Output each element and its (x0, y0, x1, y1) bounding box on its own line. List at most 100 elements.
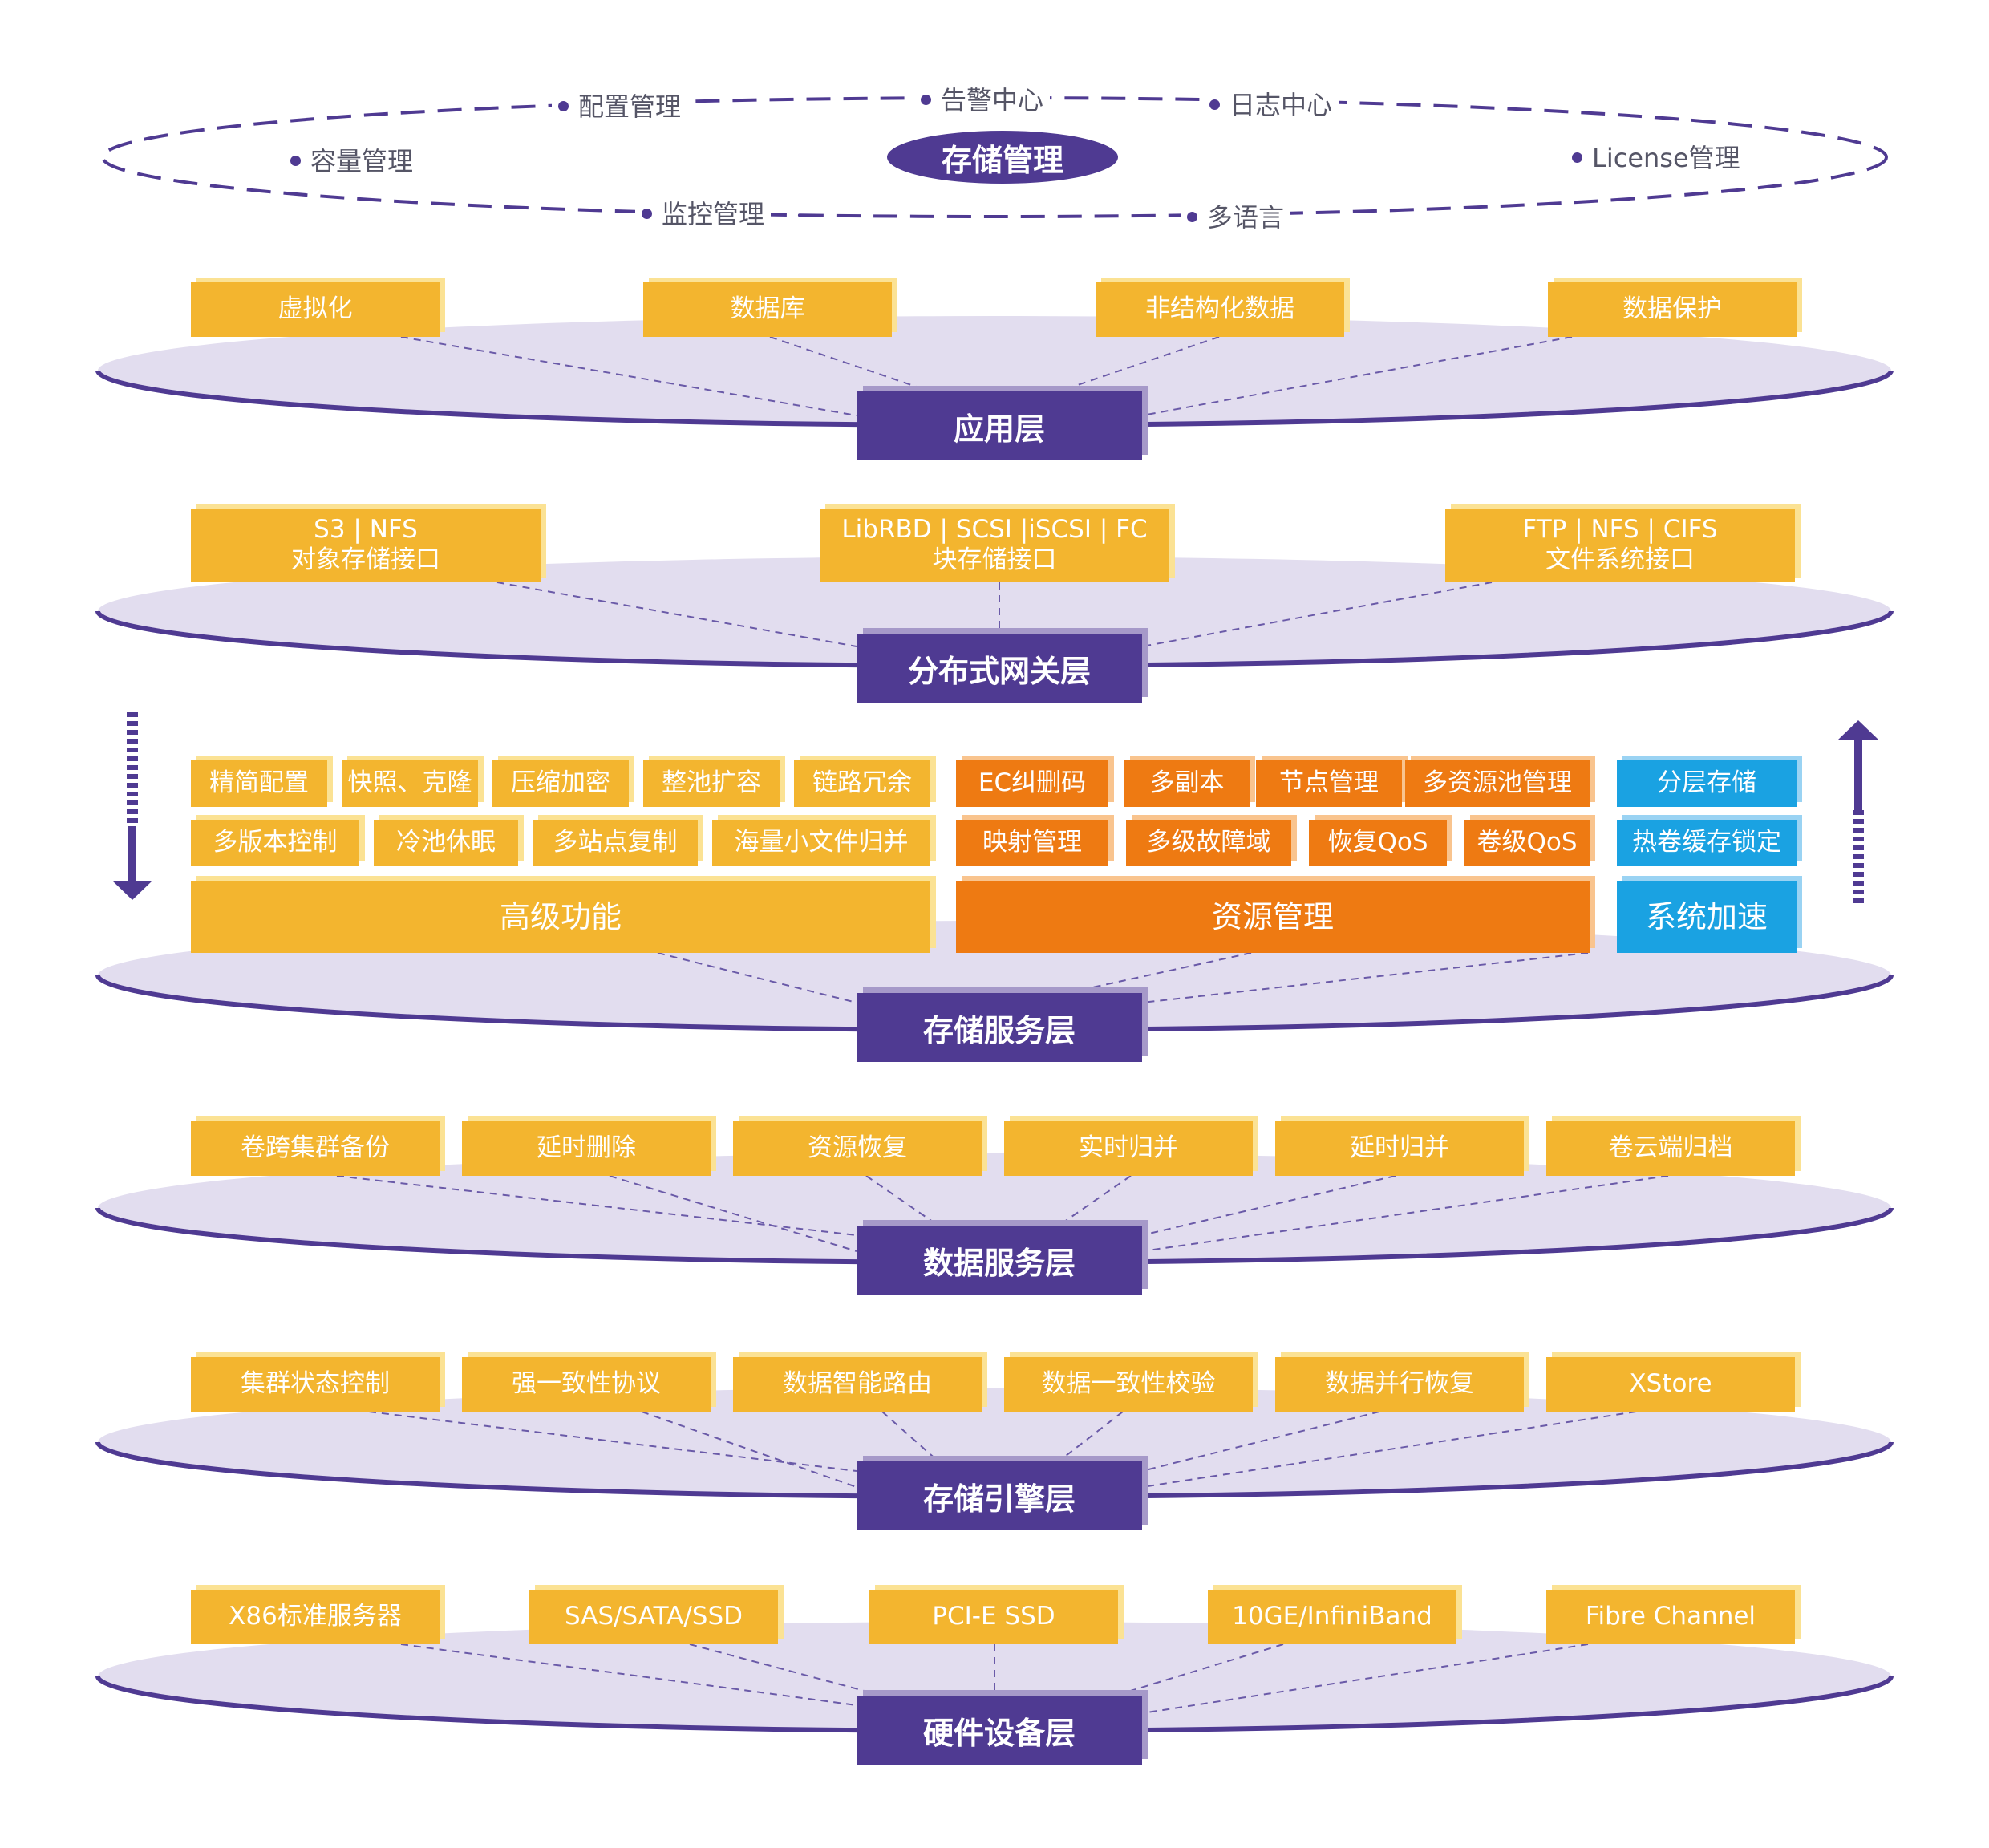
layer-label-storage-service: 存储服务层 (857, 993, 1142, 1062)
resource-multi-pool-management: 多资源池管理 (1405, 760, 1590, 807)
connector-line (657, 952, 857, 1003)
advanced-features-bar: 高级功能 (191, 881, 930, 953)
feature-multi-version: 多版本控制 (191, 820, 359, 866)
application-platform (98, 316, 1891, 425)
bullet-icon (290, 155, 301, 166)
bullet-icon (642, 208, 652, 219)
feature-multi-site-replication: 多站点复制 (533, 820, 698, 866)
mgmt-license: License管理 (1566, 138, 1747, 175)
data-service-delayed-delete: 延时删除 (462, 1121, 711, 1176)
gateway-platform (98, 557, 1891, 666)
mgmt-log: 日志中心 (1203, 85, 1339, 122)
app-item-data-protection: 数据保护 (1548, 282, 1797, 337)
accel-hot-volume-cache-lock: 热卷缓存锁定 (1617, 820, 1797, 866)
resource-fault-domain: 多级故障域 (1126, 820, 1291, 866)
hardware-fibre-channel: Fibre Channel (1546, 1590, 1795, 1644)
feature-compression-encryption: 压缩加密 (492, 760, 629, 807)
connector-line (769, 336, 931, 392)
hardware-x86-server: X86标准服务器 (191, 1590, 440, 1644)
app-item-virtualization: 虚拟化 (191, 282, 440, 337)
connector-line (1058, 1175, 1132, 1226)
bullet-icon (921, 94, 931, 105)
connector-line (1066, 952, 1252, 994)
feature-small-file-merge: 海量小文件归并 (712, 820, 930, 866)
gateway-object-interface: S3 | NFS 对象存储接口 (191, 509, 541, 582)
connector-line (1114, 1643, 1284, 1696)
mgmt-language-label: 多语言 (1207, 202, 1285, 233)
resource-mapping-management: 映射管理 (956, 820, 1108, 866)
up-arrow-icon (1838, 720, 1878, 906)
gateway-block-protocols: LibRBD | SCSI |iSCSI | FC (841, 515, 1148, 545)
feature-pool-expansion: 整池扩容 (643, 760, 780, 807)
gateway-block-interface: LibRBD | SCSI |iSCSI | FC 块存储接口 (820, 509, 1169, 582)
mgmt-log-label: 日志中心 (1229, 90, 1333, 120)
mgmt-language: 多语言 (1181, 197, 1291, 234)
connector-line (400, 336, 857, 416)
storage-management-badge: 存储管理 (887, 131, 1118, 184)
layer-label-hardware: 硬件设备层 (857, 1696, 1142, 1765)
engine-consistency-check: 数据一致性校验 (1004, 1357, 1253, 1412)
down-arrow-icon (112, 712, 152, 900)
bullet-icon (558, 100, 569, 111)
hardware-pcie-ssd: PCI-E SSD (869, 1590, 1118, 1644)
feature-thin-provisioning: 精简配置 (191, 760, 327, 807)
feature-snapshot-clone: 快照、克隆 (342, 760, 478, 807)
engine-smart-routing: 数据智能路由 (733, 1357, 982, 1412)
resource-node-management: 节点管理 (1256, 760, 1402, 807)
mgmt-capacity-label: 容量管理 (310, 146, 414, 176)
connector-line (1141, 1411, 1380, 1472)
connector-line (368, 1411, 857, 1472)
connector-line (609, 1175, 857, 1252)
data-service-delayed-merge: 延时归并 (1275, 1121, 1524, 1176)
hardware-sas-sata-ssd: SAS/SATA/SSD (529, 1590, 778, 1644)
connector-line (1141, 1175, 1669, 1252)
mgmt-license-label: License管理 (1592, 143, 1740, 173)
mgmt-config: 配置管理 (552, 87, 688, 124)
mgmt-alarm-label: 告警中心 (941, 85, 1044, 116)
gateway-file-protocols: FTP | NFS | CIFS (1522, 515, 1718, 545)
data-service-cloud-archive: 卷云端归档 (1546, 1121, 1795, 1176)
gateway-file-interface: FTP | NFS | CIFS 文件系统接口 (1445, 509, 1795, 582)
engine-strong-consistency: 强一致性协议 (462, 1357, 711, 1412)
resource-recovery-qos: 恢复QoS (1309, 820, 1447, 866)
mgmt-monitor: 监控管理 (635, 194, 772, 231)
connector-line (1141, 1175, 1396, 1236)
bullet-icon (1209, 99, 1220, 110)
resource-management-bar: 资源管理 (956, 881, 1590, 953)
layer-label-data-service: 数据服务层 (857, 1226, 1142, 1295)
feature-link-redundancy: 链路冗余 (794, 760, 930, 807)
mgmt-capacity: 容量管理 (284, 141, 420, 178)
system-acceleration-bar: 系统加速 (1617, 881, 1797, 953)
resource-ec-erasure-code: EC纠删码 (956, 760, 1108, 807)
gateway-object-protocols: S3 | NFS (314, 515, 418, 545)
resource-multi-replica: 多副本 (1124, 760, 1250, 807)
connector-line (1141, 1643, 1589, 1714)
mgmt-alarm: 告警中心 (914, 80, 1051, 117)
connector-line (1141, 336, 1573, 416)
connector-line (1141, 582, 1493, 647)
layer-label-storage-engine: 存储引擎层 (857, 1461, 1142, 1530)
engine-xstore: XStore (1546, 1357, 1795, 1412)
feature-cold-pool-sleep: 冷池休眠 (374, 820, 518, 866)
connector-line (496, 582, 857, 647)
storage-engine-platform (98, 1388, 1891, 1497)
connector-line (1141, 1411, 1637, 1488)
bullet-icon (1187, 211, 1197, 222)
gateway-file-title: 文件系统接口 (1545, 545, 1695, 574)
app-item-database: 数据库 (643, 282, 892, 337)
engine-cluster-state-control: 集群状态控制 (191, 1357, 440, 1412)
gateway-object-title: 对象存储接口 (291, 545, 440, 574)
resource-volume-qos: 卷级QoS (1464, 820, 1590, 866)
app-item-unstructured-data: 非结构化数据 (1096, 282, 1344, 337)
data-service-cross-cluster-backup: 卷跨集群备份 (191, 1121, 440, 1176)
data-service-platform (98, 1153, 1891, 1262)
bullet-icon (1572, 152, 1582, 163)
dashed-connectors (336, 336, 1669, 1714)
connector-line (336, 1175, 857, 1236)
layer-label-application: 应用层 (857, 391, 1142, 460)
connector-line (1058, 1411, 1124, 1462)
mgmt-monitor-label: 监控管理 (662, 199, 765, 229)
connector-line (1141, 952, 1589, 1003)
layer-label-gateway: 分布式网关层 (857, 634, 1142, 703)
